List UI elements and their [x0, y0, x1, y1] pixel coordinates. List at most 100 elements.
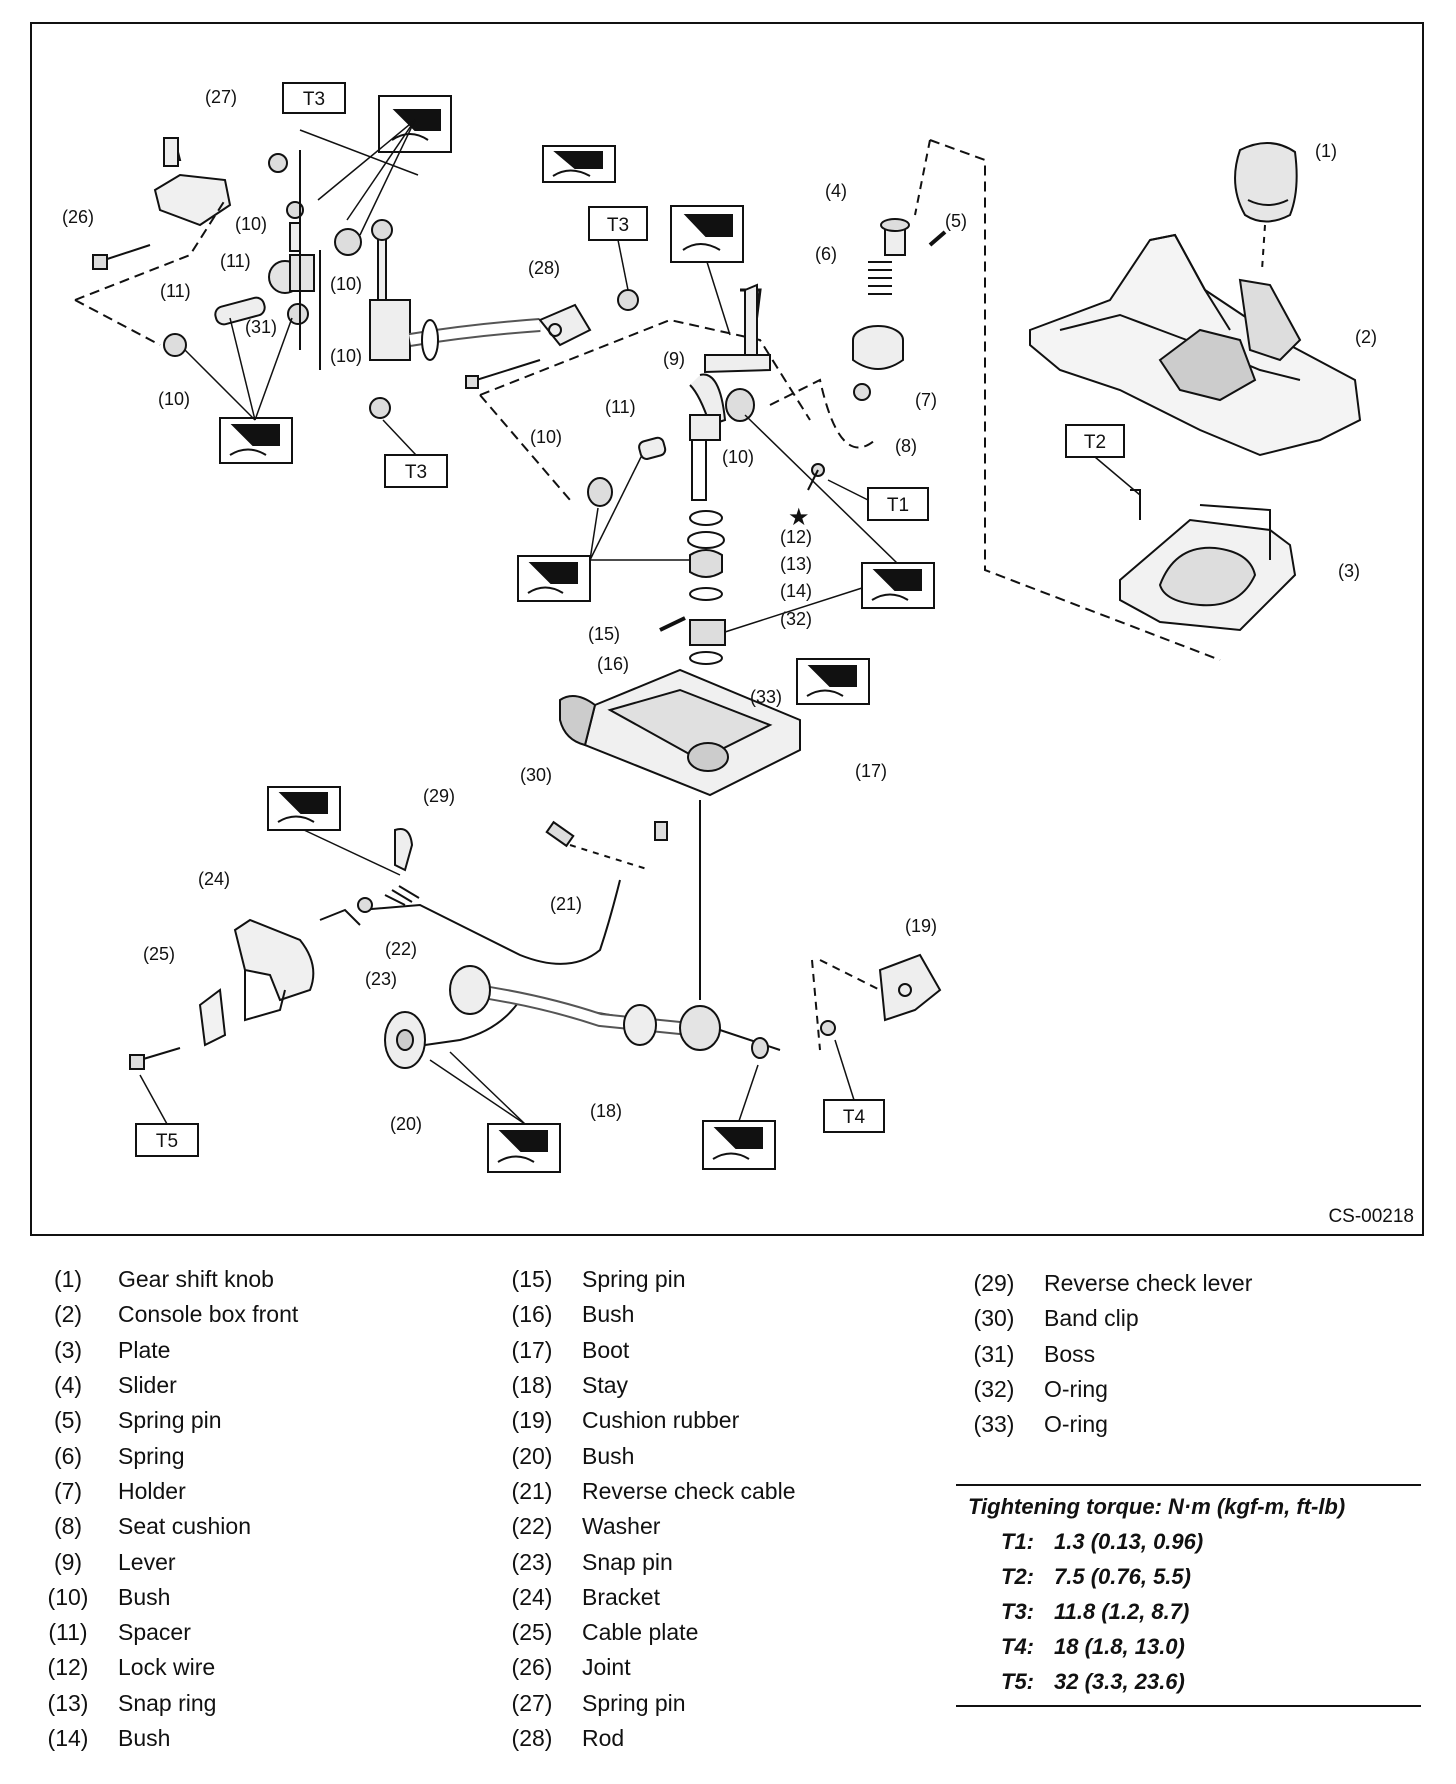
grease-icon	[670, 205, 744, 263]
legend-column-3: (29)Reverse check lever (30)Band clip (3…	[958, 1266, 1253, 1442]
legend-item: (11)Spacer	[32, 1615, 298, 1650]
callout-23: (23)	[365, 969, 397, 989]
legend-item: (15)Spring pin	[496, 1262, 796, 1297]
legend-item: (28) Rod	[496, 1721, 796, 1756]
legend-name: Cushion rubber	[582, 1407, 740, 1434]
legend-name: O-ring	[1044, 1376, 1108, 1403]
callout-10: (10)	[330, 274, 362, 294]
callout-29: (29)	[423, 786, 455, 806]
legend-num: (28)	[511, 1725, 553, 1751]
legend-item: (24) Bracket	[496, 1580, 796, 1615]
torque-value: 1.3 (0.13, 0.96)	[1054, 1528, 1204, 1554]
legend-name: Snap pin	[582, 1548, 673, 1575]
grease-icon	[702, 1120, 776, 1170]
torque-row: T4:18 (1.8, 13.0)	[956, 1629, 1421, 1664]
torque-key: T1:	[1001, 1528, 1034, 1554]
legend-name: Cable plate	[582, 1619, 699, 1646]
legend-name: Boss	[1044, 1340, 1096, 1367]
legend-item: (17) Boot	[496, 1333, 796, 1368]
legend-num: (17)	[511, 1336, 553, 1363]
callout-19: (19)	[905, 916, 937, 936]
legend-num: (4)	[53, 1372, 83, 1399]
callout-10: (10)	[235, 214, 267, 234]
legend-name: Bush	[118, 1583, 171, 1610]
svg-text:T3: T3	[607, 215, 629, 236]
legend-item: (7)Holder	[32, 1474, 298, 1509]
callout-31: (31)	[245, 317, 277, 337]
legend-name: Reverse check cable	[582, 1477, 796, 1504]
legend-num: (8)	[53, 1513, 83, 1540]
legend-num: (6)	[53, 1442, 83, 1469]
grease-icons	[219, 95, 935, 1173]
legend-item: (25)Cable plate	[496, 1615, 796, 1650]
legend-item: (23) Snap pin	[496, 1544, 796, 1579]
legend-item: (1) Gear shift knob	[32, 1262, 298, 1297]
legend-item: (8)Seat cushion	[32, 1509, 298, 1544]
callout-11: (11)	[160, 281, 191, 301]
torque-key: T5:	[1001, 1668, 1034, 1694]
torque-tag-t3: T3	[282, 82, 346, 114]
legend-item: (2) Console box front	[32, 1297, 298, 1332]
boot	[559, 668, 801, 1000]
callout-5: (5)	[945, 211, 967, 231]
legend-num: (11)	[48, 1619, 88, 1646]
callout-7: (7)	[915, 390, 937, 410]
legend-num: (21)	[511, 1477, 553, 1504]
torque-specs: Tightening torque: N·m (kgf-m, ft-lb) T1…	[956, 1484, 1421, 1707]
callout-11: (11)	[220, 251, 251, 271]
grease-icon	[219, 417, 293, 464]
rod	[369, 219, 639, 419]
legend-num: (13)	[47, 1689, 89, 1716]
callout-12: (12)	[780, 527, 812, 547]
legend-name: Gear shift knob	[118, 1266, 274, 1293]
legend-item: (5)Spring pin	[32, 1403, 298, 1438]
callout-32: (32)	[780, 609, 812, 629]
torque-tags: T3 T3 T3 T1 T2 T4 T5	[135, 82, 1141, 1157]
torque-tag-t4: T4	[823, 1099, 885, 1133]
legend-name: Bracket	[582, 1583, 660, 1610]
stack-parts	[659, 510, 726, 665]
legend-num: (23)	[511, 1548, 553, 1575]
legend-name: Reverse check lever	[1044, 1270, 1253, 1297]
callout-9: (9)	[663, 349, 685, 369]
joint-assembly	[74, 137, 362, 370]
legend-name: Console box front	[118, 1301, 299, 1328]
legend-name: Washer	[582, 1513, 661, 1540]
callout-11: (11)	[605, 397, 636, 417]
legend-name: Spring pin	[582, 1689, 686, 1716]
callout-2: (2)	[1355, 327, 1377, 347]
callout-24: (24)	[198, 869, 230, 889]
legend-name: Rod	[582, 1725, 625, 1751]
legend-column-1: (1)Gear shift knob (2)Console box front …	[32, 1262, 299, 1756]
callout-10: (10)	[330, 346, 362, 366]
legend-name: Bush	[582, 1301, 635, 1328]
callout-10: (10)	[722, 447, 754, 467]
legend-num: (24)	[511, 1583, 553, 1610]
gear-shift-knob	[1234, 142, 1298, 271]
leader-lines	[184, 119, 898, 1125]
legend-num: (9)	[53, 1548, 83, 1575]
plate	[1119, 504, 1297, 632]
legend-item: (29)Reverse check lever	[958, 1266, 1253, 1301]
legend-name: Joint	[582, 1654, 631, 1681]
legend-num: (1)	[53, 1266, 83, 1293]
legend-name: Lever	[118, 1548, 176, 1575]
legend-name: Holder	[118, 1477, 186, 1504]
legend-num: (31)	[973, 1340, 1015, 1367]
legend-name: Lock wire	[118, 1654, 216, 1681]
stay-bracket-assembly	[129, 918, 942, 1070]
legend-item: (22)Washer	[496, 1509, 796, 1544]
torque-key: T2:	[1001, 1563, 1034, 1589]
torque-key: T4:	[1001, 1633, 1034, 1659]
legend-name: Boot	[582, 1336, 630, 1363]
legend-num: (14)	[47, 1725, 89, 1751]
callout-27: (27)	[205, 87, 237, 107]
legend-item: (16)Bush	[496, 1297, 796, 1332]
legend-item: (9) Lever	[32, 1544, 298, 1579]
callout-17: (17)	[855, 761, 887, 781]
callout-3: (3)	[1338, 561, 1360, 581]
legend-num: (2)	[53, 1301, 83, 1328]
legend-num: (19)	[511, 1407, 553, 1434]
legend-num: (30)	[973, 1305, 1015, 1332]
legend-item: (20)Bush	[496, 1438, 796, 1473]
